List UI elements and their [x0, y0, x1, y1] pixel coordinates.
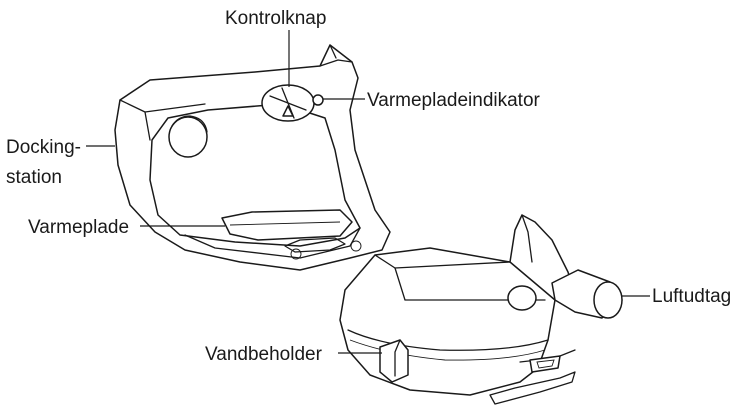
label-hotplate: Varmeplade [28, 217, 129, 238]
docking-station-illustration [115, 45, 390, 270]
label-control-knob: Kontrolknap [225, 8, 326, 29]
label-air-outlet: Luftudtag [652, 286, 731, 307]
label-water-container: Vandbeholder [205, 344, 323, 365]
label-docking-station-line1: Docking- [6, 137, 81, 158]
label-hotplate-indicator: Varmepladeindikator [367, 90, 541, 111]
label-docking-station-line2: station [6, 167, 62, 188]
hotplate-indicator-light [313, 95, 323, 105]
air-outlet-illustration [594, 282, 622, 318]
